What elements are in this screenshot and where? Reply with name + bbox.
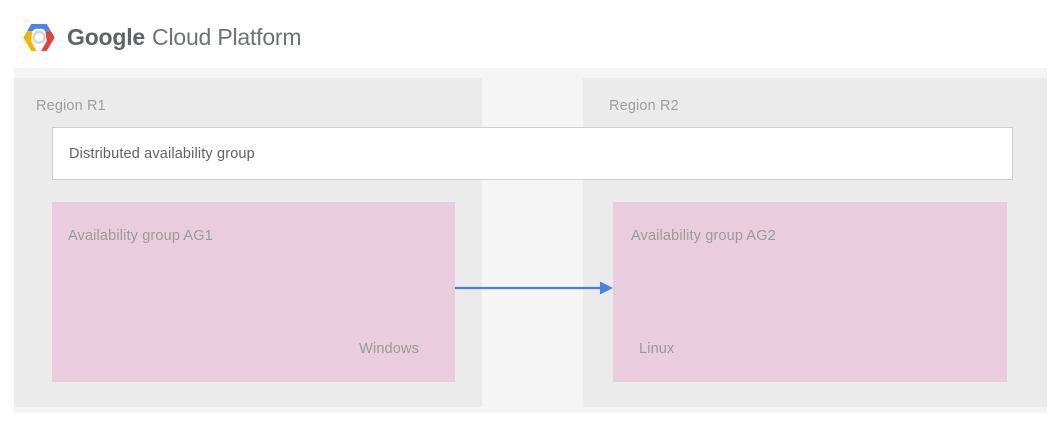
availability-group-box-ag2: Availability group AG2 Linux xyxy=(613,202,1007,382)
diagram-container: Region R1 Region R2 Distributed availabi… xyxy=(14,68,1047,413)
availability-group-box-ag1: Availability group AG1 Windows xyxy=(52,202,455,382)
replication-arrow xyxy=(455,280,613,296)
availability-group-os-ag2: Linux xyxy=(639,341,675,357)
region-label-r2: Region R2 xyxy=(609,98,679,114)
distributed-availability-group-label: Distributed availability group xyxy=(69,145,255,162)
availability-group-title-ag2: Availability group AG2 xyxy=(631,228,776,244)
region-label-r1: Region R1 xyxy=(36,98,106,114)
google-cloud-platform-hexagon-logo xyxy=(22,20,56,54)
distributed-availability-group-box: Distributed availability group xyxy=(52,127,1013,180)
availability-group-title-ag1: Availability group AG1 xyxy=(68,228,213,244)
brand-word-cloud-platform: Cloud Platform xyxy=(152,23,302,50)
brand-word-google: Google xyxy=(67,23,146,50)
availability-group-os-ag1: Windows xyxy=(359,341,419,357)
